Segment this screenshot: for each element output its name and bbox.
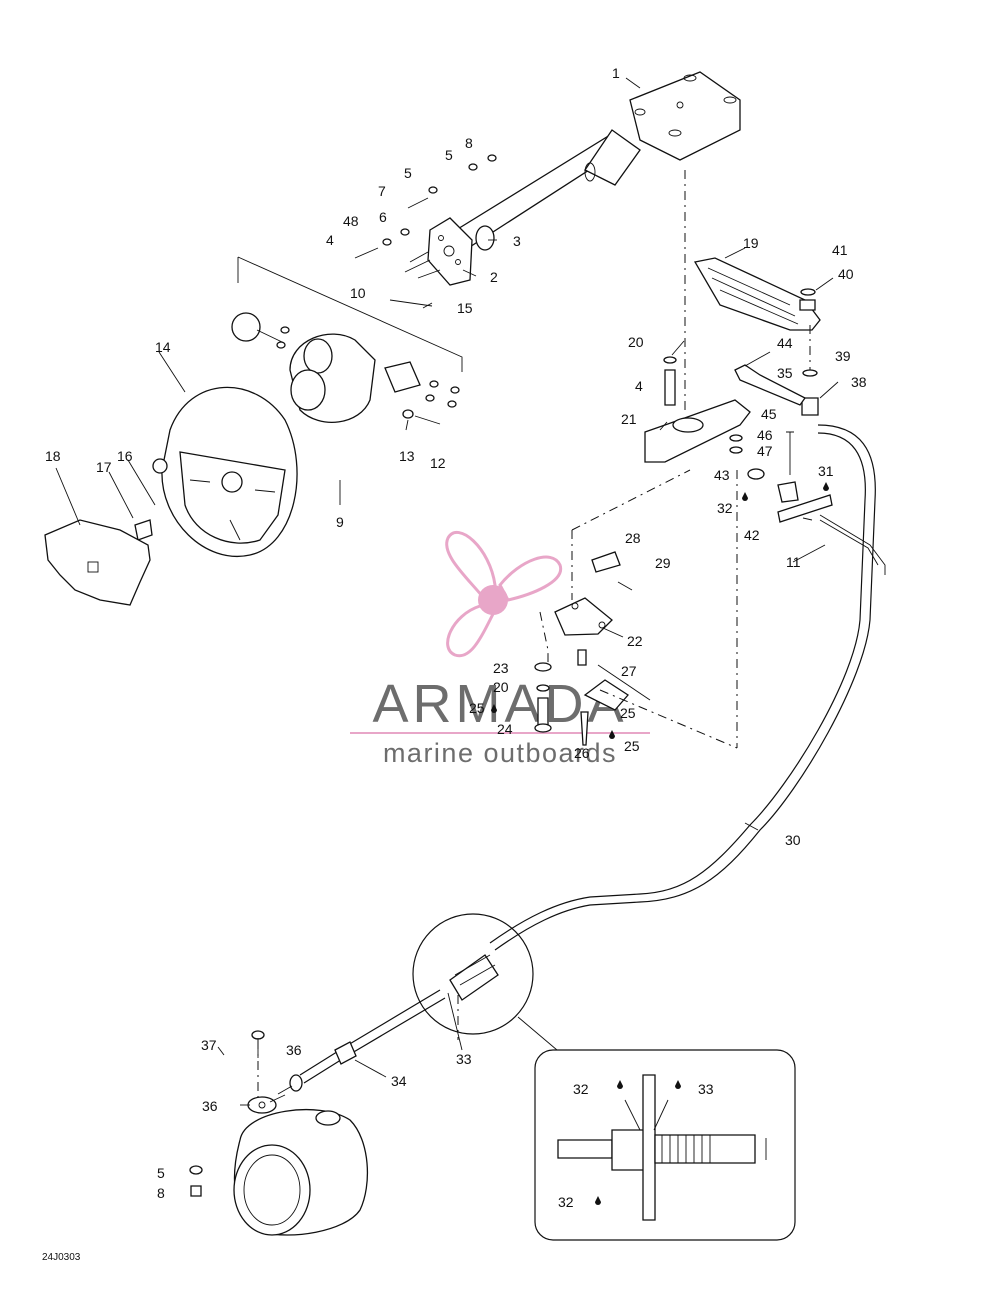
propeller-icon	[445, 531, 563, 658]
part-label: 28	[625, 530, 641, 546]
part-label: 46	[757, 427, 773, 443]
steering-wheel	[161, 386, 298, 558]
part-label: 25	[469, 700, 485, 716]
part-label: 16	[117, 448, 133, 464]
part-label: 29	[655, 555, 671, 571]
part-label: 20	[493, 679, 509, 695]
part-label: 41	[832, 242, 848, 258]
part-label: 18	[45, 448, 61, 464]
part-label: 25	[624, 738, 640, 754]
part-label: 39	[835, 348, 851, 364]
part-label: 33	[456, 1051, 472, 1067]
part-label: 12	[430, 455, 446, 471]
part-label: 27	[621, 663, 637, 679]
part-label: 24	[497, 721, 513, 737]
part-label: 42	[744, 527, 760, 543]
part-label: 25	[620, 705, 636, 721]
part-label: 34	[391, 1073, 407, 1089]
part-label: 30	[785, 832, 801, 848]
part-label: 9	[336, 514, 344, 530]
part-label: 8	[157, 1185, 165, 1201]
instrument-panel-kit	[231, 256, 463, 425]
linkage-fasteners	[663, 288, 833, 523]
part-label: 8	[465, 135, 473, 151]
leader-lines	[55, 77, 839, 1106]
part-label: 1	[612, 65, 620, 81]
part-label: 5	[404, 165, 412, 181]
part-label: 15	[457, 300, 473, 316]
plate-26	[577, 649, 651, 746]
motor-bracket	[189, 1108, 368, 1236]
armada-logo: ARMADA marine outboards	[350, 531, 650, 768]
part-label: 38	[851, 374, 867, 390]
mount-bracket	[404, 217, 495, 286]
detail-magnifier	[412, 913, 558, 1051]
lower-cable	[277, 989, 446, 1095]
part-label: 13	[399, 448, 415, 464]
part-label: 5	[445, 147, 453, 163]
diagram-code: 24J0303	[42, 1252, 81, 1263]
tiller-arm-37	[247, 1030, 286, 1114]
part-label: 37	[201, 1037, 217, 1053]
throttle-cable-11	[819, 514, 886, 575]
part-label: 22	[627, 633, 643, 649]
part-label: 43	[714, 467, 730, 483]
assembly-lines	[257, 170, 811, 1100]
part-label: 5	[157, 1165, 165, 1181]
part-label: 17	[96, 459, 112, 475]
wheel-hub-parts	[44, 458, 168, 606]
part-label: 47	[757, 443, 773, 459]
part-number-labels: 1 2 3 4 4 5 5 5 6 7 8 8 9 10 11 12 13 14…	[45, 65, 867, 1210]
part-label: 44	[777, 335, 793, 351]
part-label: 26	[574, 745, 590, 761]
part-label: 3	[513, 233, 521, 249]
small-fasteners-top	[354, 154, 497, 309]
part-label: 4	[635, 378, 643, 394]
part-label: 23	[493, 660, 509, 676]
shift-lever-19	[693, 257, 821, 331]
helm-housing	[629, 71, 741, 161]
part-label: 7	[378, 183, 386, 199]
part-label: 48	[343, 213, 359, 229]
part-label: 20	[628, 334, 644, 350]
part-label: 45	[761, 406, 777, 422]
part-label: 2	[490, 269, 498, 285]
lever-21	[644, 399, 751, 463]
part-label: 14	[155, 339, 171, 355]
part-label: 32	[717, 500, 733, 516]
steering-cable-31	[489, 424, 876, 951]
part-label: 36	[202, 1098, 218, 1114]
part-label: 19	[743, 235, 759, 251]
part-label: 32	[558, 1194, 574, 1210]
part-label: 6	[379, 209, 387, 225]
part-label: 35	[777, 365, 793, 381]
part-label: 11	[786, 554, 801, 570]
brand-tagline: marine outboards	[383, 738, 617, 768]
part-label: 36	[286, 1042, 302, 1058]
detail-inset	[534, 1049, 796, 1241]
part-label: 4	[326, 232, 334, 248]
bracket-22	[554, 551, 633, 636]
part-label: 10	[350, 285, 366, 301]
part-label: 21	[621, 411, 637, 427]
part-label: 40	[838, 266, 854, 282]
lubricant-markers	[491, 482, 829, 1205]
bolt-24	[534, 662, 552, 733]
part-label: 33	[698, 1081, 714, 1097]
part-label: 32	[573, 1081, 589, 1097]
part-label: 31	[818, 463, 834, 479]
